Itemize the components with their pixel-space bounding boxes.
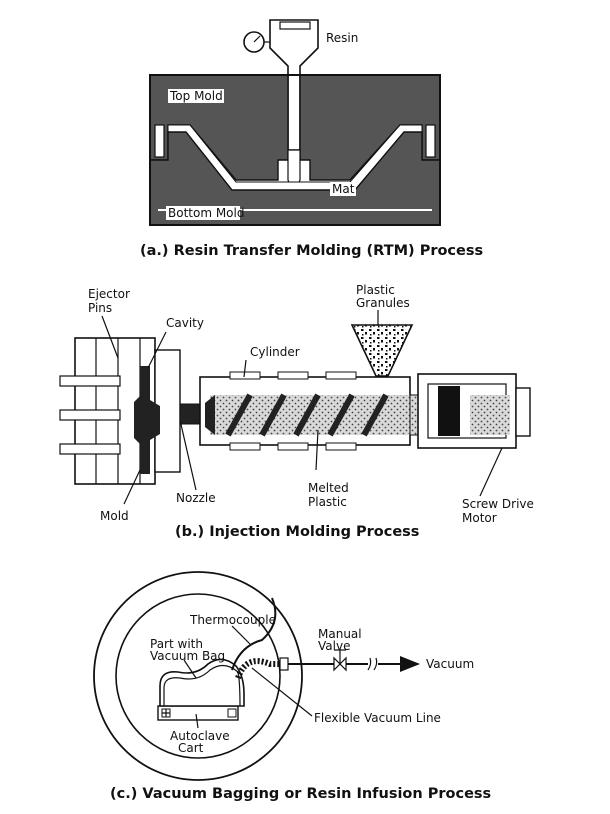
label-autoclave-cart-1: Autoclave — [170, 729, 230, 743]
label-flexible-vacuum-line: Flexible Vacuum Line — [314, 711, 441, 725]
caption-rtm: (a.) Resin Transfer Molding (RTM) Proces… — [140, 243, 483, 259]
label-part-with-bag-2: Vacuum Bag — [150, 649, 225, 663]
injection-diagram: Ejector Pins Cavity Cylinder Plastic Gra… — [59, 283, 534, 540]
screw — [225, 393, 389, 437]
label-resin: Resin — [326, 31, 358, 45]
label-plastic-granules-2: Granules — [356, 296, 410, 310]
part-with-vacuum-bag — [159, 658, 245, 707]
label-cavity: Cavity — [166, 316, 204, 330]
label-melted-plastic-1: Melted — [308, 481, 349, 495]
label-thermocouple: Thermocouple — [189, 613, 276, 627]
label-screw-drive-motor-2: Motor — [462, 511, 497, 525]
hopper — [350, 324, 414, 377]
caption-vacuum: (c.) Vacuum Bagging or Resin Infusion Pr… — [110, 786, 491, 802]
right-clamp — [425, 124, 436, 158]
resin-funnel — [243, 19, 319, 151]
rtm-diagram: Resin Top Mold Mat Bottom Mold (a.) Resi… — [140, 19, 483, 259]
screw-drive-motor — [417, 373, 531, 449]
caption-injection: (b.) Injection Molding Process — [175, 524, 419, 540]
label-cylinder: Cylinder — [250, 345, 300, 359]
left-clamp — [154, 124, 165, 158]
label-melted-plastic-2: Plastic — [308, 495, 347, 509]
label-top-mold: Top Mold — [169, 89, 223, 103]
label-ejector-pins-1: Ejector — [88, 287, 130, 301]
label-mold: Mold — [100, 509, 129, 523]
label-autoclave-cart-2: Cart — [178, 741, 204, 755]
label-screw-drive-motor-1: Screw Drive — [462, 497, 534, 511]
cylinder — [199, 371, 491, 451]
manual-valve — [333, 649, 347, 672]
label-nozzle: Nozzle — [176, 491, 216, 505]
label-plastic-granules-1: Plastic — [356, 283, 395, 297]
label-part-with-bag-1: Part with — [150, 637, 203, 651]
label-bottom-mold: Bottom Mold — [168, 206, 244, 220]
label-ejector-pins-2: Pins — [88, 301, 112, 315]
vacuum-diagram: Thermocouple Part with Vacuum Bag Autocl… — [93, 571, 491, 802]
flexible-vacuum-line — [235, 658, 282, 680]
mold — [59, 337, 181, 485]
label-mat: Mat — [332, 182, 355, 196]
label-manual-valve-1: Manual — [318, 627, 362, 641]
label-manual-valve-2: Valve — [318, 639, 350, 653]
label-vacuum: Vacuum — [426, 657, 474, 671]
